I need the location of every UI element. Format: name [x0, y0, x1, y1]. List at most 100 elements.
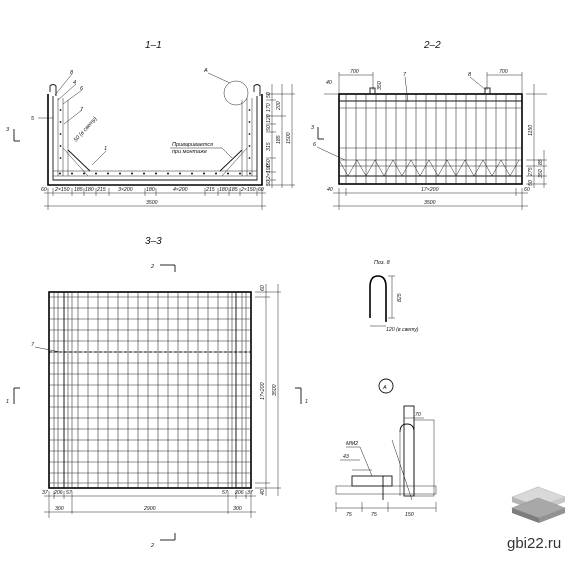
dim-b-5: 3×200 — [118, 187, 133, 193]
dim-2-r-350: 350 — [538, 169, 544, 178]
dim-r-6: 2×190 — [266, 164, 272, 180]
dim-top-700-left: 700 — [350, 69, 359, 75]
dim-b-9: 180 — [219, 187, 228, 193]
cut-1-left: 1 — [6, 399, 9, 405]
node-dim-43: 43 — [343, 454, 349, 460]
plan-horizontal-bars — [49, 296, 251, 484]
plan-outline — [48, 291, 252, 489]
cut-1-right: 1 — [305, 399, 308, 405]
plan-b1-37-right: 37 — [247, 490, 254, 496]
callout-2-7: 7 — [403, 72, 407, 78]
dim-b-7: 4×200 — [173, 187, 188, 193]
dim-top-350: 350 — [377, 81, 383, 90]
dim-b-3: 180 — [85, 187, 94, 193]
dim-b-6: 180 — [146, 187, 155, 193]
dim-2-b-60: 60 — [524, 187, 530, 193]
node-a-circle — [378, 378, 394, 394]
dim-r-8: 1500 — [286, 132, 292, 144]
callout-2-6: 6 — [313, 142, 317, 148]
dim-r-2: 120 — [266, 114, 272, 123]
watermark-text: gbi22.ru — [507, 535, 561, 552]
dim-2-b-40: 40 — [327, 187, 333, 193]
plan-vertical-bars — [53, 292, 247, 488]
elevation-outline — [338, 93, 523, 185]
plan-b2-2900: 2900 — [143, 506, 156, 512]
dim-r-4: 315 — [266, 142, 272, 151]
node-plate-mm2 — [351, 475, 393, 487]
callout-6: 6 — [80, 86, 84, 92]
watermark-logo-icon — [511, 486, 566, 523]
cut-2-bottom: 2 — [150, 543, 154, 549]
callout-1: 1 — [104, 146, 107, 152]
dim-r-10: 185 — [276, 135, 282, 144]
pos8-detail: Поз. 8 825 120 (в свету) — [369, 260, 419, 333]
dim-b-8: 215 — [205, 187, 215, 193]
node-dim-75-a: 75 — [346, 512, 352, 518]
node-wall — [403, 405, 415, 497]
dim-b-11: 2×150 — [240, 187, 256, 193]
dim-r-5: 150 — [266, 159, 272, 168]
callout-a-label: А — [203, 68, 208, 74]
callout-7: 7 — [80, 107, 84, 113]
note-line-1: Приваривается — [172, 142, 213, 148]
pos8-dim-120: 120 (в свету) — [386, 327, 419, 333]
node-mm2-label: ММ2 — [346, 441, 358, 447]
dim-r-7: 50 — [266, 180, 272, 186]
plan-r-60: 40 — [260, 489, 266, 495]
dim-b-0: 60 — [41, 187, 47, 193]
pos8-dim-825: 825 — [397, 293, 403, 302]
callout-5: 5 — [31, 116, 35, 122]
pos8-title: Поз. 8 — [374, 260, 391, 266]
node-a-label: А — [382, 385, 387, 391]
dim-r-9: 200 — [276, 101, 282, 111]
dim-b-4: 215 — [96, 187, 106, 193]
dim-top-700-right: 700 — [499, 69, 508, 75]
dim-r-0: 50 — [266, 92, 272, 98]
u-inner-contour — [52, 96, 258, 181]
callout-circle-a — [223, 80, 249, 106]
dim-b-12: 60 — [258, 187, 264, 193]
plan-b1-57-right: 57 — [222, 490, 229, 496]
plan-b1-206-left: 206 — [53, 490, 63, 496]
plan-r-3500: 3500 — [272, 384, 278, 396]
cut-2-top: 2 — [150, 264, 154, 270]
dim-overall-3500: 3500 — [146, 200, 158, 206]
elevation-verticals — [345, 94, 517, 184]
plan-b2-300-left: 300 — [55, 506, 64, 512]
dim-b-1: 2×150 — [54, 187, 70, 193]
dim-2-overall: 3500 — [424, 200, 436, 206]
wall-bar-dots — [59, 109, 251, 159]
node-dim-70: 70 — [415, 412, 421, 418]
u-outer-contour — [47, 94, 263, 186]
angle-label: 50 (в свету) — [73, 116, 99, 143]
plan-b1-57-left: 57 — [66, 490, 73, 496]
dim-b-2: 185 — [74, 187, 83, 193]
node-dim-150: 150 — [405, 512, 414, 518]
dim-2-b-17x200: 17×200 — [421, 187, 439, 193]
dim-2-r-1150: 1150 — [528, 125, 534, 136]
section-1-1: А 8 4 6 5 7 1 50 (в свету) Приваривается… — [6, 68, 295, 210]
section-2-2-title: 2–2 — [423, 40, 441, 51]
plan-callout-7: 7 — [31, 342, 35, 348]
section-2-2: 700 350 700 7 8 6 40 3 40 17×200 60 3500 — [311, 69, 547, 210]
callout-8: 8 — [70, 70, 74, 76]
pos8-hook-shape — [369, 275, 387, 322]
dim-r-3: 50 — [266, 125, 272, 131]
plan-b2-300-right: 300 — [233, 506, 242, 512]
cut-mark-3-left: 3 — [6, 127, 10, 133]
plan-r-17x200: 17×200 — [260, 382, 266, 400]
section-3-3-title: 3–3 — [145, 236, 162, 247]
plan-b1-37-left: 37 — [42, 490, 49, 496]
cut-mark-3-right: 3 — [311, 125, 315, 131]
node-dim-75-b: 75 — [371, 512, 377, 518]
bottom-bar-dots — [59, 172, 251, 175]
plan-b1-206-right: 206 — [234, 490, 244, 496]
dim-2-r-50: 50 — [528, 180, 534, 186]
section-3-3: 7 2 2 1 1 60 17×200 3500 40 — [6, 264, 308, 549]
dim-r-1: 170 — [266, 103, 272, 112]
node-a-detail: А ММ2 70 43 75 75 150 — [335, 378, 437, 518]
dim-left-40-top: 40 — [326, 80, 332, 86]
section-1-1-title: 1–1 — [145, 40, 162, 51]
callout-4: 4 — [73, 80, 76, 86]
